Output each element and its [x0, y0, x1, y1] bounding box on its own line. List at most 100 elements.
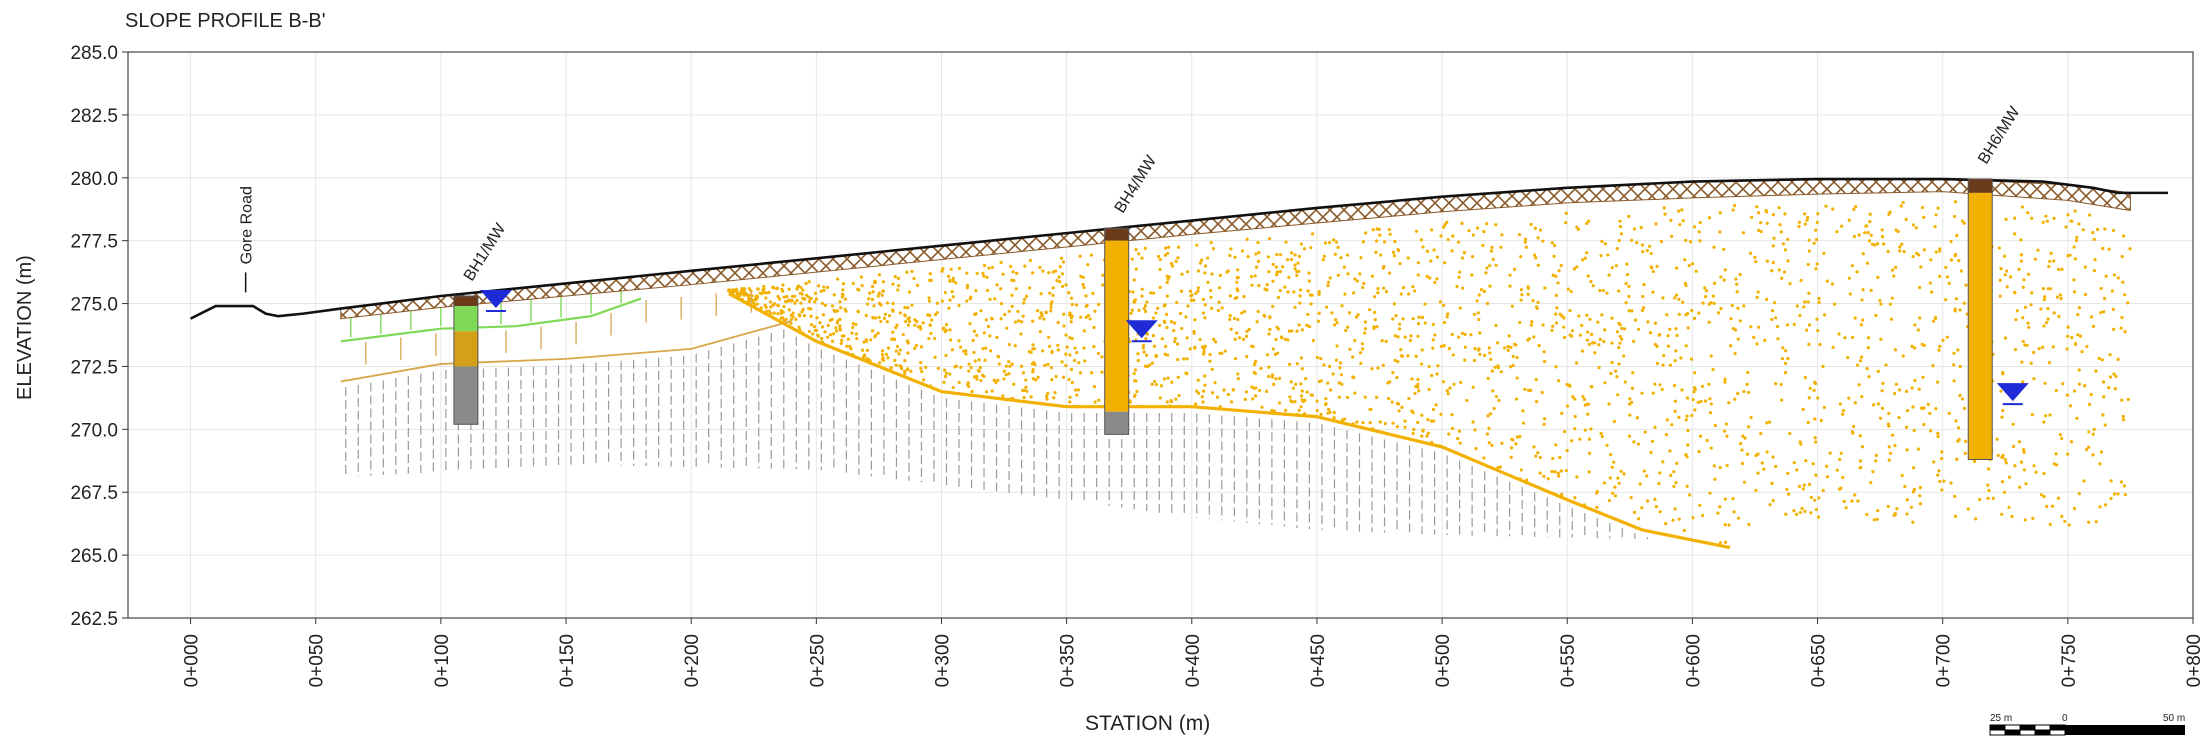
sand-dot: [1073, 346, 1077, 350]
sand-dot: [1850, 335, 1855, 340]
sand-dot: [1278, 288, 1282, 293]
sand-dot: [1799, 278, 1803, 283]
sand-dot: [735, 289, 739, 293]
sand-dot: [1354, 315, 1359, 319]
sand-dot: [1651, 269, 1655, 274]
sand-dot: [1991, 496, 1995, 500]
sand-dot: [759, 306, 763, 310]
sand-dot: [1978, 497, 1982, 502]
sand-dot: [1699, 434, 1703, 438]
sand-dot: [2099, 311, 2103, 315]
sand-dot: [1586, 219, 1591, 223]
sand-dot: [1589, 427, 1593, 431]
sand-dot: [1378, 233, 1382, 237]
sand-dot: [1425, 274, 1429, 278]
sand-dot: [1271, 347, 1275, 351]
road-annotation-label: Gore Road: [239, 186, 256, 264]
sand-dot: [1607, 273, 1611, 277]
sand-dot: [1651, 290, 1655, 294]
sand-dot: [1344, 328, 1348, 333]
sand-dot: [1897, 388, 1902, 392]
sand-dot: [2000, 512, 2004, 516]
sand-dot: [1352, 291, 1356, 295]
y-tick-label: 280.0: [70, 169, 118, 190]
sand-dot: [1687, 264, 1691, 268]
sand-dot: [1249, 275, 1254, 279]
sand-dot: [1685, 396, 1690, 400]
sand-dot: [1731, 208, 1735, 212]
sand-dot: [1546, 477, 1550, 481]
sand-dot: [1381, 363, 1385, 367]
sand-dot: [1938, 249, 1942, 253]
sand-dot: [1729, 317, 1733, 321]
sand-dot: [1802, 483, 1806, 487]
sand-dot: [1664, 522, 1668, 526]
sand-dot: [1749, 325, 1753, 329]
sand-dot: [1745, 452, 1750, 456]
sand-dot: [1413, 289, 1417, 293]
topsoil-layer: [350, 291, 622, 338]
sand-dot: [2104, 274, 2108, 278]
sand-dot: [1949, 258, 1954, 262]
sand-dot: [1396, 359, 1400, 364]
sand-dot: [782, 305, 786, 309]
sand-dot: [1559, 469, 1563, 473]
sand-dot: [1154, 353, 1158, 358]
sand-dot: [1471, 385, 1475, 389]
sand-dot: [1627, 214, 1631, 218]
sand-dot: [1554, 312, 1558, 316]
sand-dot: [2008, 275, 2013, 279]
sand-dot: [1395, 401, 1400, 406]
sand-dot: [951, 295, 955, 299]
sand-dot: [2116, 357, 2120, 361]
sand-dot: [1635, 416, 1639, 420]
sand-dot: [1911, 490, 1916, 494]
sand-dot: [1434, 403, 1438, 407]
sand-dot: [1302, 247, 1307, 251]
sand-dot: [2101, 413, 2105, 417]
sand-dot: [2076, 313, 2080, 317]
sand-dot: [1786, 356, 1790, 361]
sand-dot: [1825, 475, 1830, 479]
sand-dot: [1368, 421, 1372, 425]
sand-dot: [1661, 363, 1665, 367]
sand-dot: [1887, 411, 1891, 416]
sand-dot: [1879, 337, 1883, 341]
sand-dot: [1512, 267, 1517, 271]
sand-dot: [1244, 390, 1249, 394]
sand-dot: [1688, 493, 1692, 497]
sand-dot: [1416, 261, 1420, 265]
sand-dot: [1036, 309, 1040, 313]
sand-dot: [1276, 295, 1280, 300]
y-tick-label: 272.5: [70, 357, 118, 378]
sand-dot: [1806, 215, 1810, 220]
sand-dot: [1987, 467, 1991, 471]
sand-dot: [981, 271, 985, 275]
sand-dot: [1640, 506, 1644, 510]
sand-dot: [786, 299, 790, 303]
sand-dot: [1731, 326, 1736, 331]
sand-dot: [1632, 510, 1637, 515]
sand-dot: [1158, 285, 1162, 289]
sand-dot: [1585, 338, 1589, 342]
sand-dot: [1064, 333, 1068, 337]
sand-dot: [1952, 363, 1956, 367]
sand-dot: [2057, 267, 2061, 272]
x-tick-label: 0+250: [807, 634, 828, 687]
sand-dot: [771, 286, 776, 290]
sand-dot: [1167, 245, 1171, 249]
water-table-marker: [1125, 320, 1158, 339]
sand-dot: [1632, 227, 1637, 231]
sand-dot: [1771, 260, 1775, 265]
sand-dot: [1133, 298, 1137, 302]
sand-dot: [2077, 368, 2081, 372]
sand-dot: [798, 314, 802, 318]
sand-dot: [1658, 383, 1662, 387]
sand-dot: [1672, 383, 1677, 388]
sand-dot: [1996, 453, 2000, 458]
sand-dot: [1777, 268, 1781, 272]
sand-dot: [1134, 267, 1138, 271]
y-tick-label: 285.0: [70, 43, 118, 64]
sand-dot: [1811, 462, 1815, 466]
sand-dot: [1082, 285, 1086, 290]
